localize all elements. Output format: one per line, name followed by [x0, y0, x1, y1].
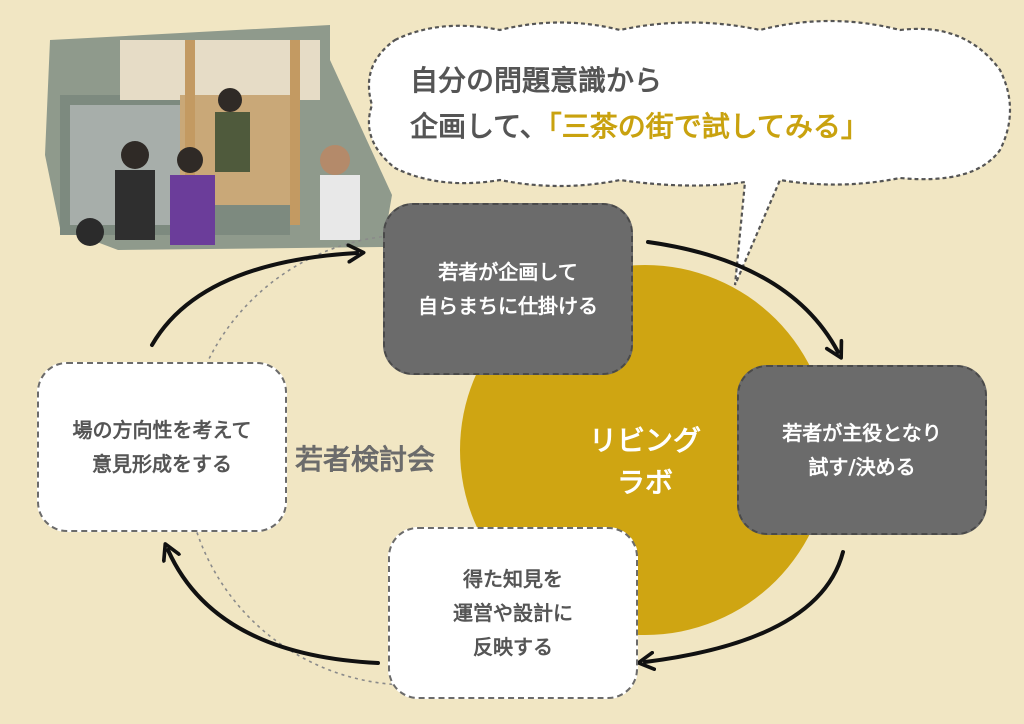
step-feedback-box: 得た知見を 運営や設計に 反映する	[388, 527, 638, 699]
step-opinion-box: 場の方向性を考えて 意見形成をする	[37, 362, 287, 532]
step-opinion-line-1: 場の方向性を考えて	[72, 418, 252, 442]
speech-bubble-text: 自分の問題意識から 企画して、「三茶の街で試してみる」	[410, 58, 869, 150]
speech-bubble	[367, 19, 1012, 286]
bubble-quote: 「三茶の街で試してみる」	[547, 110, 869, 143]
arrow-plan-to-try	[646, 240, 838, 352]
step-feedback-line-2: 運営や設計に	[453, 601, 573, 625]
living-lab-label: リビング ラボ	[555, 420, 735, 504]
bubble-line-2-prefix: 企画して、	[410, 110, 548, 143]
bubble-line-1: 自分の問題意識から	[410, 64, 663, 97]
step-opinion-line-2: 意見形成をする	[92, 452, 232, 476]
arrow-opinion-to-plan	[150, 253, 357, 347]
step-plan-line-1: 若者が企画して	[438, 260, 578, 284]
step-feedback-line-1: 得た知見を	[463, 567, 563, 591]
step-try-line-1: 若者が主役となり	[782, 421, 942, 445]
living-lab-line-2: ラボ	[616, 466, 673, 499]
living-lab-line-1: リビング	[588, 424, 701, 457]
youth-council-label: 若者検討会	[295, 443, 436, 476]
arrow-feedback-to-opinion	[168, 550, 380, 665]
step-try-box: 若者が主役となり 試す/決める	[737, 365, 987, 535]
event-photo	[45, 25, 392, 250]
arrow-try-to-feedback	[645, 550, 845, 662]
step-try-line-2: 試す/決める	[808, 455, 916, 479]
step-feedback-line-3: 反映する	[473, 635, 553, 659]
bubble-line-2: 企画して、「三茶の街で試してみる」	[410, 104, 869, 150]
step-plan-line-2: 自らまちに仕掛ける	[418, 294, 598, 318]
step-plan-box: 若者が企画して 自らまちに仕掛ける	[383, 203, 633, 375]
